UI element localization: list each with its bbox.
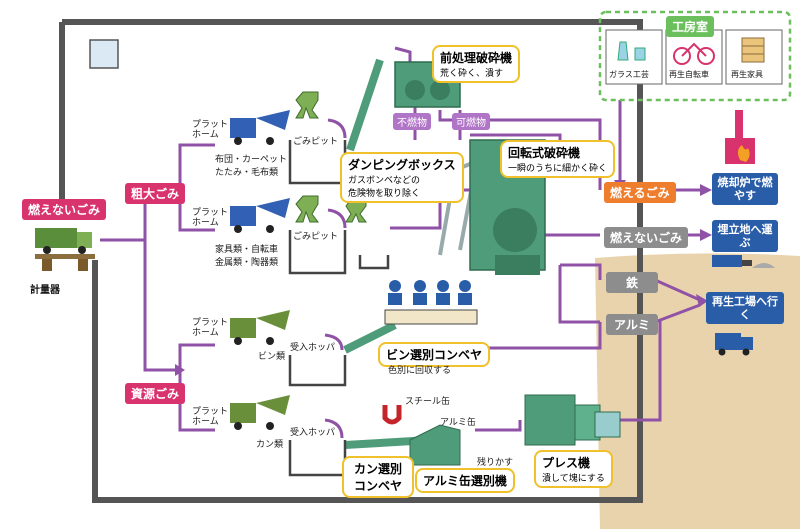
bottle-conveyor-callout: ビン選別コンベヤ bbox=[378, 342, 491, 367]
platform-label-1: プラットホーム bbox=[192, 120, 229, 141]
press-title: プレス機 bbox=[542, 456, 591, 470]
rotary-crusher-desc: 一瞬のうちに細かく砕く bbox=[508, 164, 608, 174]
magnet-icon bbox=[382, 405, 402, 425]
rotary-crusher-title: 回転式破砕機 bbox=[508, 146, 581, 160]
conveyor-bottle bbox=[343, 321, 397, 354]
bulldozer-icon bbox=[712, 255, 775, 268]
nonburnable-source-tag: 燃えないごみ bbox=[22, 199, 107, 220]
dumping-box-desc2: 危険物を取り除く bbox=[348, 189, 421, 199]
press-callout: プレス機 潰して塊にする bbox=[534, 450, 613, 488]
truck-1 bbox=[230, 110, 290, 145]
aluminum-output-tag: アルミ bbox=[606, 314, 658, 335]
al-sorter-title: アルミ缶選別機 bbox=[423, 474, 507, 488]
glass-icon bbox=[617, 41, 646, 61]
hopper-label-1: 受入ホッパ bbox=[290, 343, 336, 353]
left-truck bbox=[35, 228, 95, 271]
conveyor-upper bbox=[346, 58, 384, 152]
can-conveyor-callout: カン選別コンベヤ bbox=[342, 456, 414, 498]
truck-3 bbox=[230, 310, 290, 345]
recycle-truck-icon bbox=[715, 333, 753, 356]
al-sorter-callout: アルミ缶選別機 bbox=[415, 468, 515, 493]
workshop-glass: ガラス工芸 bbox=[609, 70, 649, 79]
burn-badge: 可燃物 bbox=[452, 113, 490, 130]
iron-output-tag: 鉄 bbox=[606, 272, 658, 293]
truck-2 bbox=[230, 198, 290, 233]
press-machine bbox=[524, 394, 621, 446]
hopper-label-2: 受入ホッパ bbox=[290, 428, 336, 438]
bottle-conveyor-desc: 色別に回収する bbox=[388, 366, 452, 376]
platform-label-2: プラットホーム bbox=[192, 208, 229, 229]
incinerator-icon bbox=[725, 110, 755, 164]
steel-can-label: スチール缶 bbox=[405, 397, 451, 407]
waste-type-bin: ビン類 bbox=[258, 352, 286, 362]
al-can-label: アルミ缶 bbox=[440, 418, 476, 428]
crane-1 bbox=[295, 91, 319, 119]
press-desc: 潰して塊にする bbox=[542, 474, 605, 484]
dumping-box-title: ダンピングボックス bbox=[348, 158, 456, 172]
nonburnable-output-tag: 燃えないごみ bbox=[604, 227, 689, 248]
waste-type-tatami: たたみ・毛布類 bbox=[215, 168, 279, 178]
nonburn-badge: 不燃物 bbox=[393, 113, 431, 130]
bike-panel bbox=[665, 29, 723, 85]
crane-3 bbox=[345, 197, 367, 223]
bike-icon bbox=[673, 42, 715, 65]
pit-label-2: ごみピット bbox=[293, 232, 339, 242]
burnable-output-tag: 燃えるごみ bbox=[604, 182, 676, 203]
dumping-tray bbox=[358, 255, 390, 270]
waste-type-can: カン類 bbox=[256, 440, 284, 450]
waste-type-kagu: 家具類・自転車 bbox=[215, 245, 279, 255]
landfill-destination: 埋立地へ運ぶ bbox=[712, 220, 778, 253]
workshop-bike: 再生自転車 bbox=[669, 70, 709, 79]
can-conveyor-title: カン選別コンベヤ bbox=[353, 462, 402, 493]
residue-label: 残りかす bbox=[477, 458, 514, 468]
pit-2 bbox=[288, 230, 347, 275]
pre-crusher-machine bbox=[394, 61, 461, 108]
window bbox=[89, 39, 119, 69]
glass-panel bbox=[605, 29, 663, 85]
scale-label: 計量器 bbox=[30, 285, 60, 296]
pre-crusher-title: 前処理破砕機 bbox=[440, 51, 513, 65]
bulky-waste-tag: 粗大ごみ bbox=[125, 183, 186, 204]
pre-crusher-desc: 荒く砕く、潰す bbox=[440, 69, 504, 79]
crane-2 bbox=[295, 195, 319, 223]
furniture-icon bbox=[741, 37, 765, 63]
waste-type-kinzoku: 金属類・陶器類 bbox=[215, 258, 279, 268]
platform-label-3: プラットホーム bbox=[192, 318, 229, 339]
pre-crusher-callout: 前処理破砕機 荒く砕く、潰す bbox=[432, 45, 521, 83]
pit-label-1: ごみピット bbox=[293, 137, 339, 147]
hopper-1 bbox=[288, 355, 347, 387]
incinerator-destination: 焼却炉で燃やす bbox=[712, 173, 778, 206]
bottle-conveyor-title: ビン選別コンベヤ bbox=[386, 348, 483, 362]
workshop-title: 工房室 bbox=[666, 16, 715, 37]
sorting-workers bbox=[388, 280, 472, 305]
building-outline bbox=[62, 19, 643, 503]
resource-waste-tag: 資源ごみ bbox=[125, 383, 186, 404]
waste-type-futon: 布団・カーペット bbox=[215, 155, 288, 165]
rotary-crusher-callout: 回転式破砕機 一瞬のうちに細かく砕く bbox=[500, 140, 616, 178]
workshop-furniture: 再生家具 bbox=[731, 70, 763, 79]
dumping-box-desc1: ガスボンベなどの bbox=[348, 176, 421, 186]
bottle-bins bbox=[384, 309, 478, 325]
platform-label-4: プラットホーム bbox=[192, 407, 229, 428]
truck-4 bbox=[230, 395, 290, 430]
dumping-box-callout: ダンピングボックス ガスボンベなどの 危険物を取り除く bbox=[340, 152, 464, 203]
workshop-box bbox=[598, 10, 792, 102]
recycle-destination: 再生工場へ行く bbox=[706, 292, 784, 325]
